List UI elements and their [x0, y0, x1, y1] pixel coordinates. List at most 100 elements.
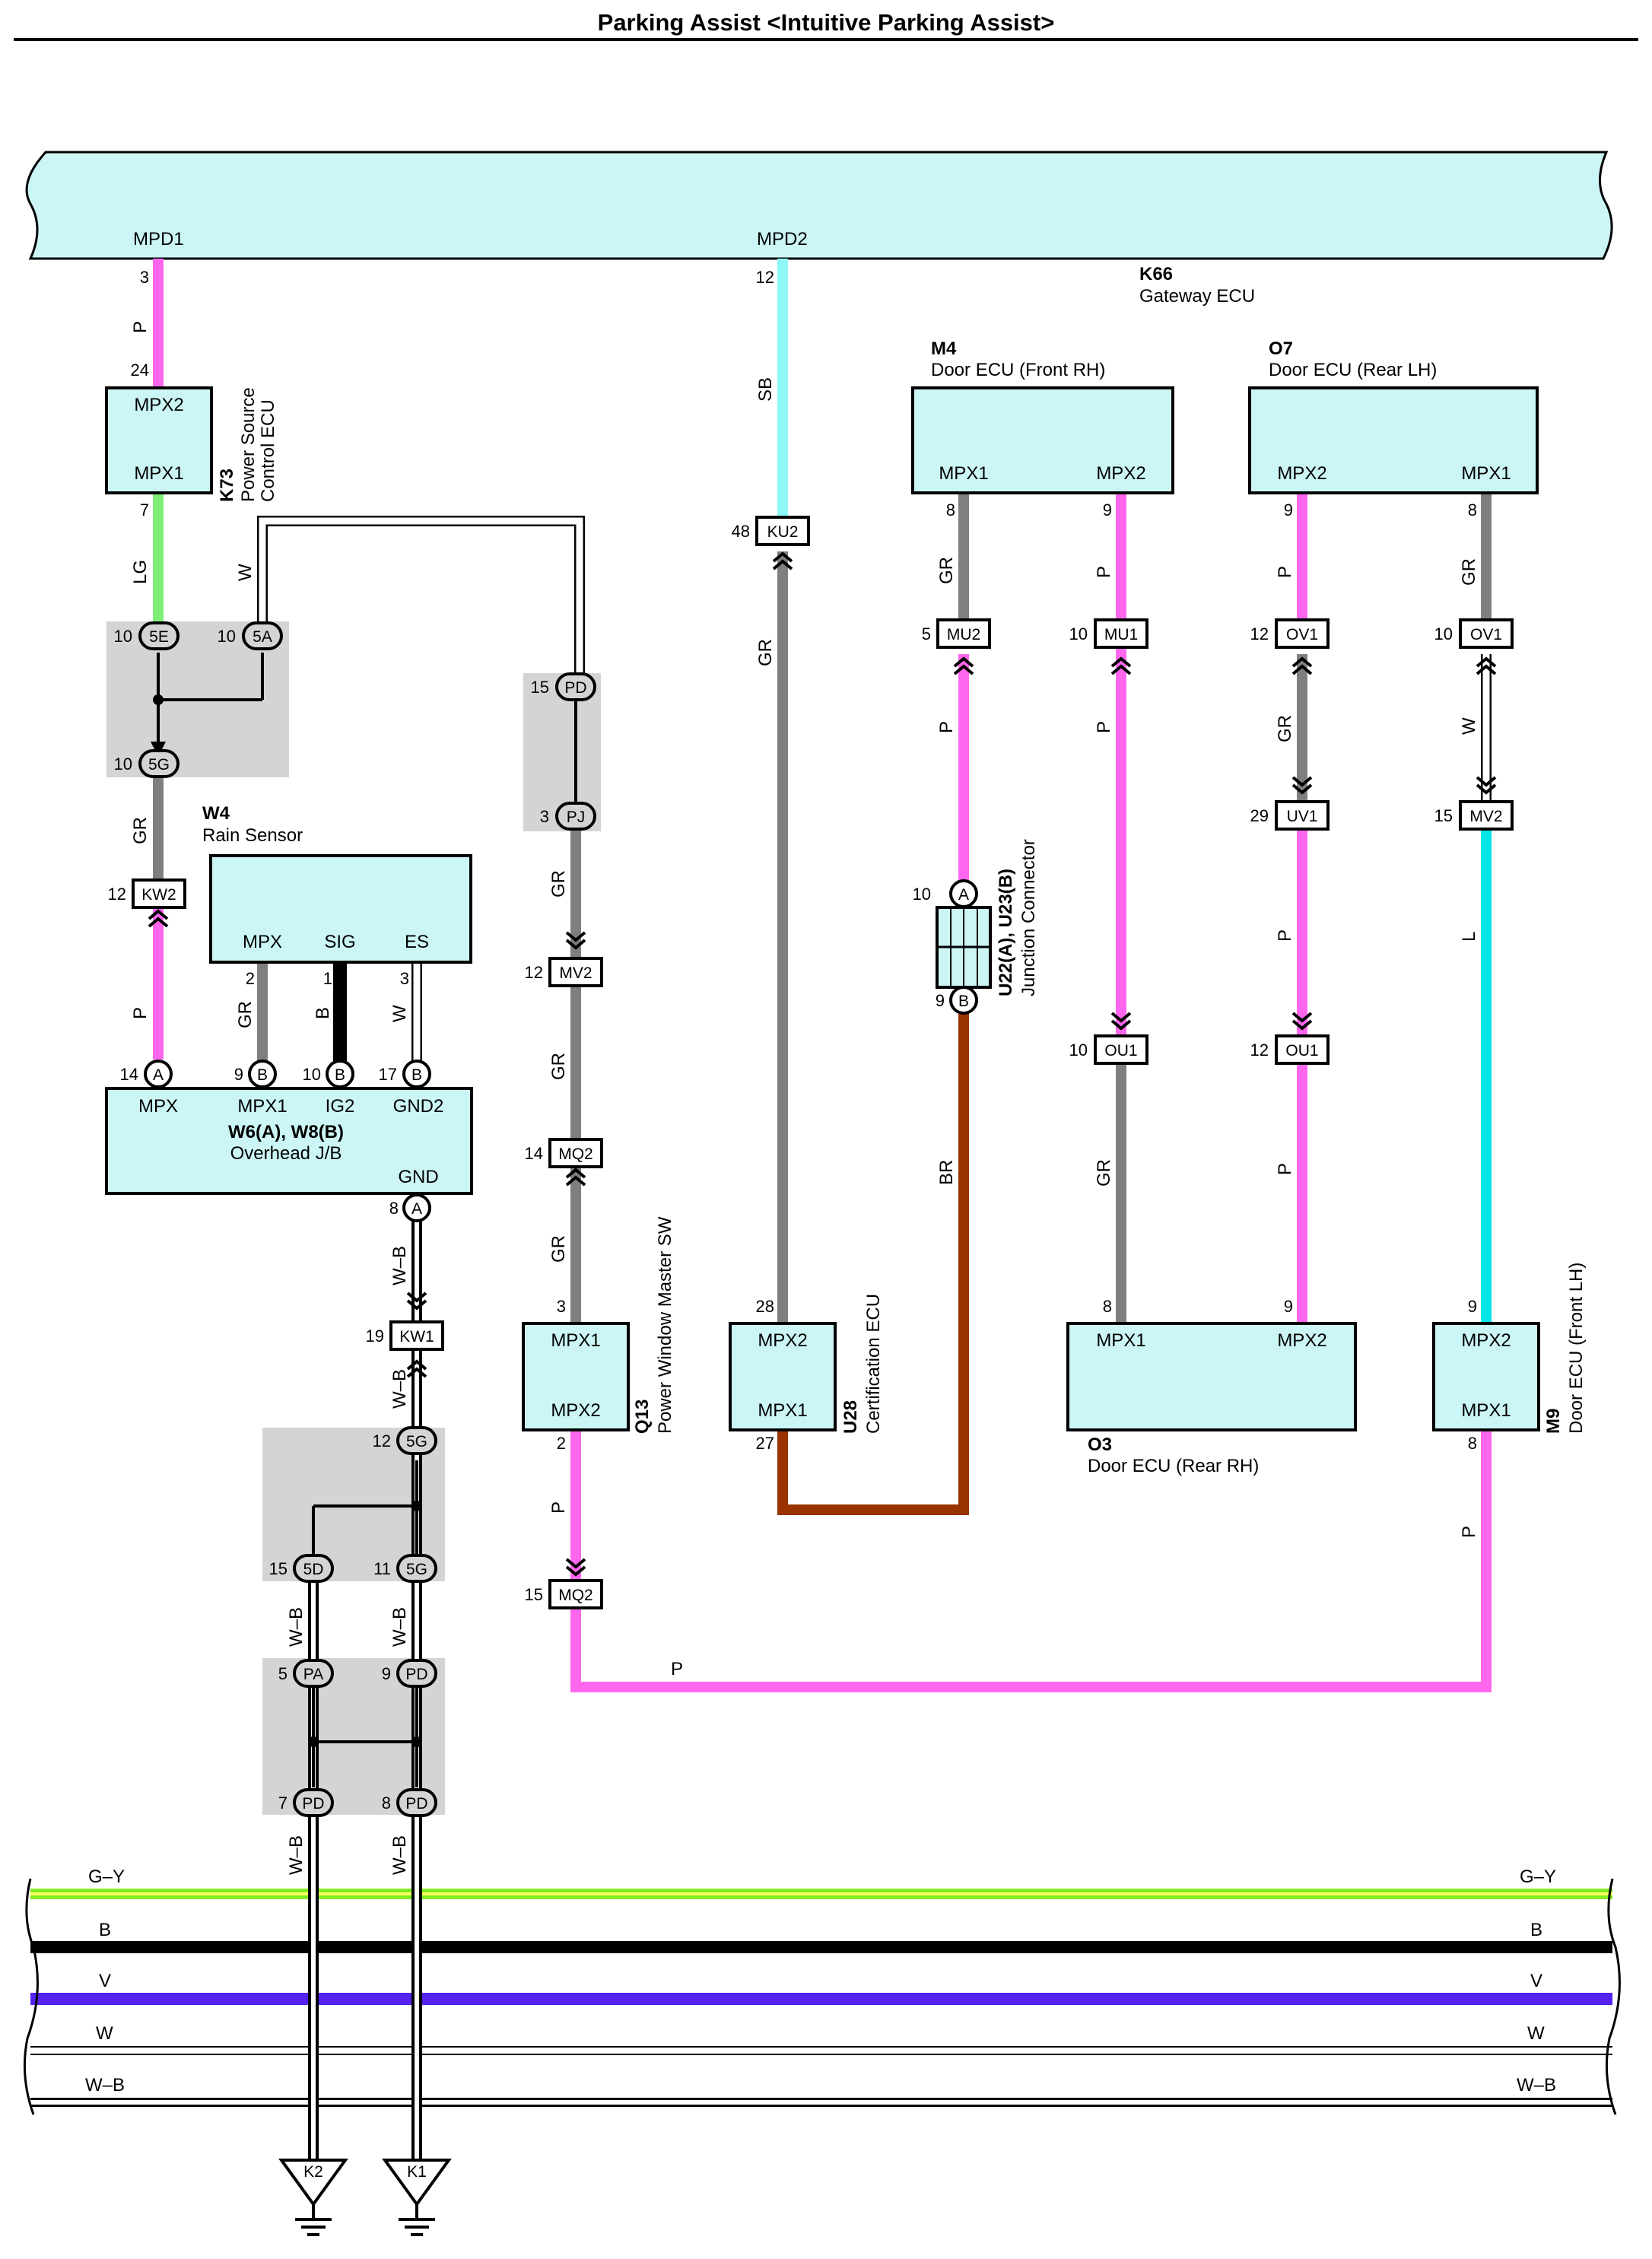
pin-num: 15 — [531, 678, 549, 697]
gateway-name: Gateway ECU — [1139, 286, 1255, 307]
bus-harness: G–Y G–Y B B V V W W W–B W–B — [23, 1867, 1621, 2115]
wire-label: P — [1094, 566, 1114, 578]
wire-label: W–B — [286, 1835, 307, 1875]
component-u28: MPX2 MPX1 U28 Certification ECU — [729, 1294, 884, 1434]
q13-term-mpx2: MPX2 — [551, 1400, 600, 1421]
ground-k1-label: K1 — [407, 2163, 427, 2181]
connector-uv1: UV1 — [1275, 800, 1330, 831]
u22-code: U22(A), U23(B) — [996, 869, 1016, 996]
ground-k2: K2 — [278, 2159, 348, 2236]
gateway-code: K66 — [1139, 264, 1173, 284]
m9-code: M9 — [1543, 1409, 1564, 1434]
pin-num: 10 — [114, 627, 132, 646]
component-o3: MPX1 MPX2 O3 Door ECU (Rear RH) — [1066, 1322, 1357, 1476]
k73-name-1: Power Source — [238, 387, 259, 502]
connector-ov1-b: OV1 — [1459, 618, 1514, 649]
w6-term-ig2: IG2 — [326, 1096, 355, 1117]
svg-text:OU1: OU1 — [1285, 1042, 1318, 1060]
wire-label: LG — [130, 560, 151, 584]
wire-label: B — [313, 1007, 333, 1019]
svg-text:B: B — [335, 1066, 345, 1084]
pin-num: 9 — [1103, 500, 1112, 519]
wire-label: GR — [1094, 1159, 1114, 1187]
o7-term-mpx2: MPX2 — [1277, 463, 1326, 484]
wire-color-labels: P LG W GR P GR B W W–B W–B W–B W–B W–B W… — [130, 321, 1479, 1875]
wire-br-u28-u22 — [777, 1008, 969, 1515]
connector-mv2: MV2 — [548, 957, 603, 987]
pin-num: 7 — [140, 500, 149, 519]
w4-term-es: ES — [405, 932, 429, 952]
bus-label-gy-left: G–Y — [88, 1867, 125, 1887]
pin-num: 27 — [756, 1434, 774, 1453]
svg-text:KW1: KW1 — [399, 1328, 434, 1346]
o3-code: O3 — [1088, 1435, 1112, 1455]
q13-name: Power Window Master SW — [655, 1216, 675, 1434]
pin-num: 9 — [1468, 1297, 1477, 1316]
w4-term-sig: SIG — [324, 932, 355, 952]
pin-num: 14 — [120, 1065, 138, 1084]
wire-label: W — [389, 1005, 410, 1022]
bus-label-v-left: V — [99, 1971, 111, 1991]
pin-num: 9 — [936, 991, 945, 1010]
pin-num: 48 — [732, 522, 750, 541]
o3-name: Door ECU (Rear RH) — [1088, 1456, 1259, 1476]
wire-label: P — [1459, 1526, 1479, 1538]
svg-text:5E: 5E — [149, 628, 169, 646]
m9-box — [1432, 1322, 1540, 1431]
pin-numbers: 3 24 7 10 10 10 12 14 9 10 17 2 1 3 8 19… — [108, 268, 1477, 1813]
svg-text:B: B — [257, 1066, 268, 1084]
pin-num: 10 — [1434, 624, 1453, 643]
o3-box — [1066, 1322, 1357, 1431]
wire-label: GR — [548, 1235, 569, 1263]
pin-num: 5 — [922, 624, 931, 643]
wire-label: GR — [130, 817, 151, 844]
wire-label: W–B — [389, 1835, 410, 1875]
svg-text:MQ2: MQ2 — [558, 1145, 593, 1163]
connector-mu2: MU2 — [936, 618, 991, 649]
svg-text:MV2: MV2 — [1469, 808, 1502, 825]
m4-term-mpx1: MPX1 — [939, 463, 988, 484]
connector-5a: 5A — [242, 621, 283, 650]
pin-num: 24 — [131, 361, 149, 380]
svg-text:PD: PD — [564, 679, 586, 697]
pin-num: 15 — [269, 1559, 288, 1578]
wire-label: P — [548, 1501, 569, 1514]
gateway-ecu-box — [25, 151, 1613, 260]
pin-num: 12 — [525, 963, 543, 982]
bus-label-w-left: W — [96, 2023, 113, 2044]
svg-text:5A: 5A — [253, 628, 272, 646]
connector-ou1-b: OU1 — [1275, 1034, 1330, 1065]
wire-label: P — [936, 721, 957, 733]
pin-num: 10 — [1069, 624, 1088, 643]
connectors: KW2 KW1 MV2 MQ2 MQ2 KU2 MU2 MU1 — [132, 516, 1514, 1817]
svg-text:OV1: OV1 — [1470, 626, 1502, 643]
w6-code: W6(A), W8(B) — [228, 1122, 344, 1142]
wire-label: W–B — [389, 1607, 410, 1647]
chevrons — [148, 551, 1497, 1577]
svg-text:B: B — [411, 1066, 422, 1084]
wire-label: GR — [1275, 715, 1295, 742]
svg-text:MQ2: MQ2 — [558, 1587, 593, 1604]
connector-a-u22: A — [949, 879, 978, 908]
page-title: Parking Assist <Intuitive Parking Assist… — [598, 9, 1055, 36]
gateway-term-mpd1: MPD1 — [133, 229, 184, 249]
u28-term-mpx1: MPX1 — [758, 1400, 807, 1421]
pin-num: 2 — [557, 1434, 566, 1453]
wire-label: P — [1275, 929, 1295, 942]
pin-num: 2 — [246, 969, 255, 988]
wire-label: BR — [936, 1160, 957, 1185]
o7-box — [1248, 386, 1539, 494]
connector-5e: 5E — [138, 621, 179, 650]
wire-label: GR — [235, 1001, 256, 1028]
svg-text:A: A — [411, 1200, 422, 1218]
connector-5d: 5D — [293, 1554, 334, 1583]
svg-text:UV1: UV1 — [1287, 808, 1318, 825]
pin-num: 12 — [756, 268, 774, 287]
w6-box — [105, 1087, 473, 1195]
wire-label: GR — [936, 557, 957, 584]
pin-num: 8 — [1103, 1297, 1112, 1316]
q13-box — [522, 1322, 630, 1431]
pin-num: 12 — [1250, 624, 1269, 643]
svg-text:PD: PD — [302, 1795, 324, 1813]
m4-code: M4 — [931, 338, 957, 359]
